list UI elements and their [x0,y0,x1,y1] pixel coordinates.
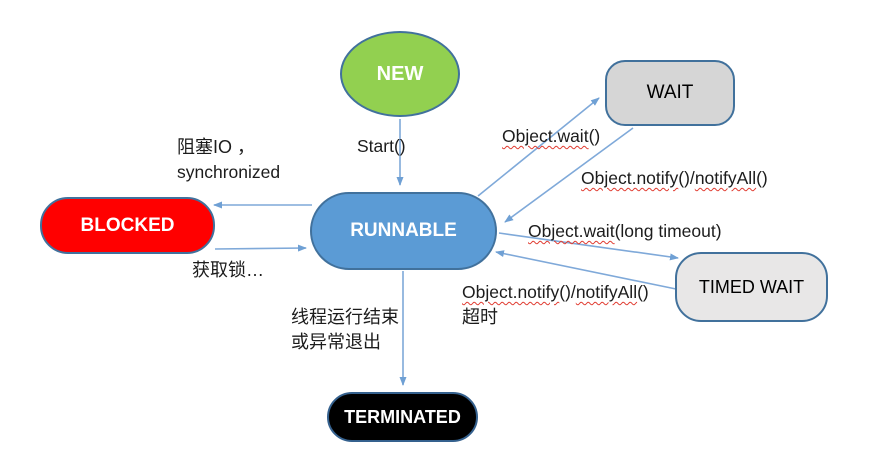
arrow-timed-wait-to-runnable [495,250,677,290]
edge-label-terminate-cause-line1: 线程运行结束 [291,307,399,327]
edge-label-acquire-lock: 获取锁… [192,258,264,283]
edge-label-notify-lower-3: notifyAll [575,282,638,302]
state-label-timed-wait: TIMED WAIT [698,276,805,297]
edge-label-acquire-lock-text: 获取锁… [192,260,264,280]
state-node-blocked: BLOCKED [40,197,215,254]
edge-label-notify-lower-4: () [637,282,649,302]
arrow-runnable-to-timed-wait [498,232,679,261]
edge-label-notify-upper: Object.notify()/notifyAll() [581,166,768,191]
edge-label-timeout-cjk: 超时 [462,307,498,327]
state-node-runnable: RUNNABLE [310,192,497,270]
state-label-terminated: TERMINATED [344,406,461,427]
edge-label-notify-upper-3: notifyAll [694,168,757,188]
edge-label-wait-timeout: Object.wait(long timeout) [528,219,722,244]
edge-label-terminate-cause: 线程运行结束 或异常退出 [291,305,399,355]
edge-label-notify-lower: Object.notify()/notifyAll() 超时 [462,280,649,330]
state-node-wait: WAIT [605,60,735,126]
state-label-blocked: BLOCKED [80,214,175,236]
edge-label-notify-lower-1: Object.notify [462,282,560,302]
edge-label-terminate-cause-line2: 或异常退出 [291,332,381,352]
edge-label-blocked-cause-line2: synchronized [177,162,281,182]
edge-label-start-text: Start() [357,136,406,156]
edge-label-wait-timeout-2: (long timeout) [614,221,722,241]
arrow-wait-to-runnable [504,127,634,223]
state-node-new: NEW [340,31,460,117]
edge-label-notify-upper-4: () [756,168,768,188]
state-node-terminated: TERMINATED [327,392,478,442]
edge-label-object-wait-text: Object.wait [502,126,589,146]
edge-label-wait-timeout-1: Object.wait [528,221,615,241]
state-label-runnable: RUNNABLE [350,220,457,241]
edge-label-start: Start() [357,134,406,159]
state-label-new: NEW [376,62,424,85]
edge-label-notify-lower-2: ()/ [559,282,576,302]
edge-label-notify-upper-1: Object.notify [581,168,679,188]
edge-label-notify-lower-line1: Object.notify()/notifyAll() [462,280,649,305]
edge-label-object-wait-parens: () [588,126,601,146]
state-node-timed-wait: TIMED WAIT [675,252,828,322]
arrow-blocked-to-runnable [214,244,307,252]
edge-label-blocked-cause-line1: 阻塞IO ， [177,137,256,157]
arrow-runnable-to-wait [477,97,600,197]
edge-label-blocked-cause: 阻塞IO ， synchronized [177,135,280,185]
edge-label-object-wait: Object.wait() [502,124,600,149]
edge-label-notify-upper-2: ()/ [678,168,695,188]
state-label-wait: WAIT [646,82,694,103]
